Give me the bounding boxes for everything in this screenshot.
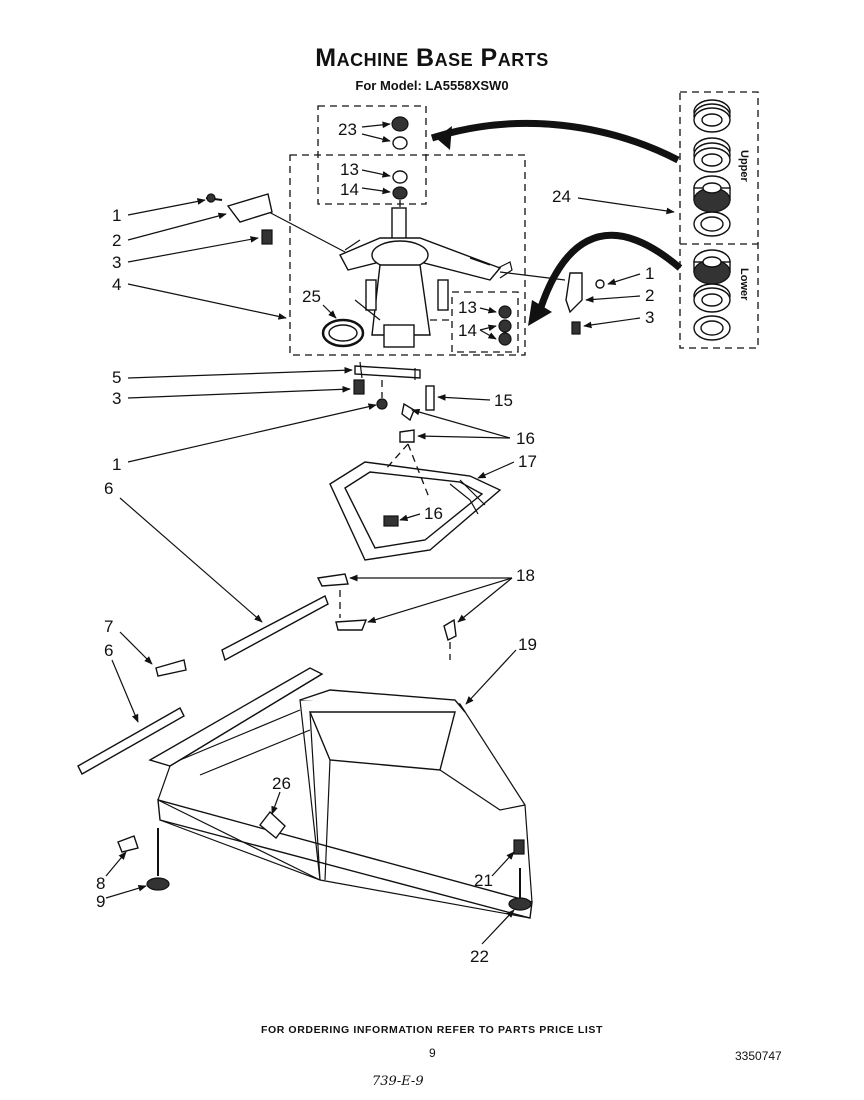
bearing-upper-4 xyxy=(693,211,731,237)
callout-6-lower: 6 xyxy=(104,641,114,660)
callout-3-mid: 3 xyxy=(112,389,122,408)
callout-8: 8 xyxy=(96,874,106,893)
callout-1-right: 1 xyxy=(645,264,655,283)
page-number: 9 xyxy=(429,1046,436,1060)
bearing-upper-2 xyxy=(693,137,731,173)
right-bracket-parts xyxy=(565,272,605,335)
callout-2-right: 2 xyxy=(645,286,655,305)
callout-13: 13 xyxy=(340,160,359,179)
page-title: Machine Base Parts xyxy=(315,44,549,72)
callout-22: 22 xyxy=(470,947,489,966)
callout-3-right: 3 xyxy=(645,308,655,327)
bearing-upper-3 xyxy=(693,175,731,213)
callout-24: 24 xyxy=(552,187,571,206)
callout-14: 14 xyxy=(340,180,359,199)
inset-label-lower: Lower xyxy=(738,268,750,301)
callout-16: 16 xyxy=(516,429,535,448)
callout-17: 17 xyxy=(518,452,537,471)
callout-7: 7 xyxy=(104,617,114,636)
callout-25: 25 xyxy=(302,287,321,306)
bearing-lower-2 xyxy=(693,283,731,313)
strap-and-fasteners xyxy=(353,361,435,422)
rails-6-7 xyxy=(77,595,329,775)
callout-14-lower: 14 xyxy=(458,321,477,340)
bearing-upper-1 xyxy=(693,99,731,133)
callout-1-mid: 1 xyxy=(112,455,122,474)
callout-9: 9 xyxy=(96,892,106,911)
callout-4: 4 xyxy=(112,275,122,294)
callout-21: 21 xyxy=(474,871,493,890)
suspension-frame-17 xyxy=(329,429,502,561)
bearing-inset xyxy=(679,91,759,349)
callout-6: 6 xyxy=(104,479,114,498)
callout-2: 2 xyxy=(112,231,122,250)
upper-arrow-head xyxy=(436,126,452,150)
callout-5: 5 xyxy=(112,368,122,387)
bearing-lower-1 xyxy=(693,249,731,285)
seal-ring-25 xyxy=(321,318,365,348)
bearing-lower-3 xyxy=(693,315,731,341)
leader-lines xyxy=(105,121,675,945)
feet-parts xyxy=(117,828,532,911)
bearing-nuts-lower xyxy=(498,305,512,346)
clips-18 xyxy=(316,573,457,660)
callout-15: 15 xyxy=(494,391,513,410)
callout-16-lower: 16 xyxy=(424,504,443,523)
model-subtitle: For Model: LA5558XSW0 xyxy=(355,78,509,93)
callout-18: 18 xyxy=(516,566,535,585)
upper-curved-arrow xyxy=(430,119,680,164)
agitator-small-parts xyxy=(391,116,409,210)
document-number: 3350747 xyxy=(735,1049,782,1063)
handwritten-note: 739-E-9 xyxy=(372,1074,424,1089)
callout-13-lower: 13 xyxy=(458,298,477,317)
callout-19: 19 xyxy=(518,635,537,654)
lower-arrow-head xyxy=(528,300,552,326)
callout-23: 23 xyxy=(338,120,357,139)
inset-label-upper: Upper xyxy=(738,150,750,182)
callout-1: 1 xyxy=(112,206,122,225)
callout-26: 26 xyxy=(272,774,291,793)
lower-curved-arrow xyxy=(536,232,683,312)
upper-dashed-group xyxy=(289,105,526,356)
base-frame-19 xyxy=(148,667,533,919)
left-bracket-parts xyxy=(205,193,273,245)
transmission-assembly xyxy=(264,207,566,348)
ordering-note: FOR ORDERING INFORMATION REFER TO PARTS … xyxy=(260,1024,604,1036)
callout-3: 3 xyxy=(112,253,122,272)
